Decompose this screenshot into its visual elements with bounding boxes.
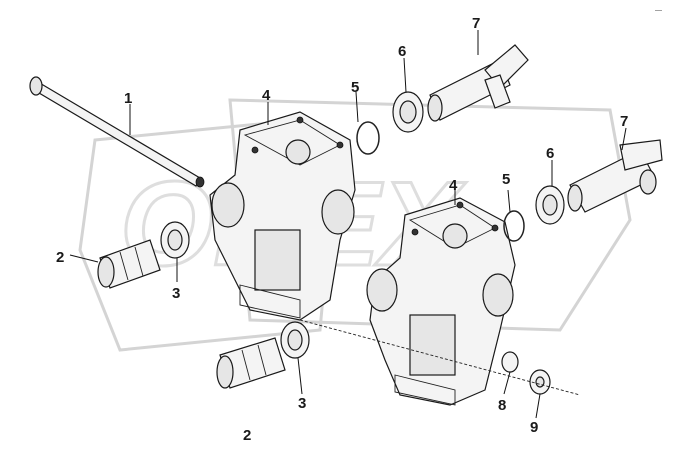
corner-mark: — xyxy=(655,7,662,14)
part-3-nut-bottom xyxy=(280,321,310,359)
callout-8: 8 xyxy=(498,397,506,414)
callout-1: 1 xyxy=(124,90,132,107)
part-5-ring-upper xyxy=(356,121,380,155)
callout-2-left: 2 xyxy=(56,249,64,266)
callout-2-bottom: 2 xyxy=(243,427,251,444)
callout-9: 9 xyxy=(530,419,538,436)
callout-4-right: 4 xyxy=(449,177,458,194)
bolt-axis-line xyxy=(299,319,581,396)
part-6-nut-right xyxy=(535,185,565,225)
part-7-tee-right xyxy=(567,139,663,213)
callout-6-right: 6 xyxy=(546,145,554,162)
callout-3-left: 3 xyxy=(172,285,180,302)
part-2-fitting-left xyxy=(97,239,161,289)
callouts: 1 2 2 3 3 4 4 5 5 6 6 7 7 8 9 xyxy=(56,15,628,444)
leader-lines xyxy=(69,30,627,419)
callout-5-upper: 5 xyxy=(351,79,359,96)
part-8-washer xyxy=(501,351,519,373)
part-6-nut-upper xyxy=(392,91,424,133)
part-5-ring-right xyxy=(503,210,525,242)
part-2-fitting-bottom xyxy=(216,337,286,389)
valve-body-right xyxy=(366,197,516,406)
callout-7-upper: 7 xyxy=(472,15,480,32)
callout-4-left: 4 xyxy=(262,87,271,104)
part-9-nut xyxy=(529,369,551,395)
valve-body-left xyxy=(209,111,356,321)
callout-3-bottom: 3 xyxy=(298,395,306,412)
part-7-tee-upper xyxy=(427,44,529,122)
callout-6-upper: 6 xyxy=(398,43,406,60)
part-1-rod xyxy=(29,76,205,188)
watermark-logo: OREX xyxy=(78,98,632,352)
callout-5-right: 5 xyxy=(502,171,510,188)
part-3-nut-left xyxy=(160,221,190,259)
callout-7-right: 7 xyxy=(620,113,628,130)
